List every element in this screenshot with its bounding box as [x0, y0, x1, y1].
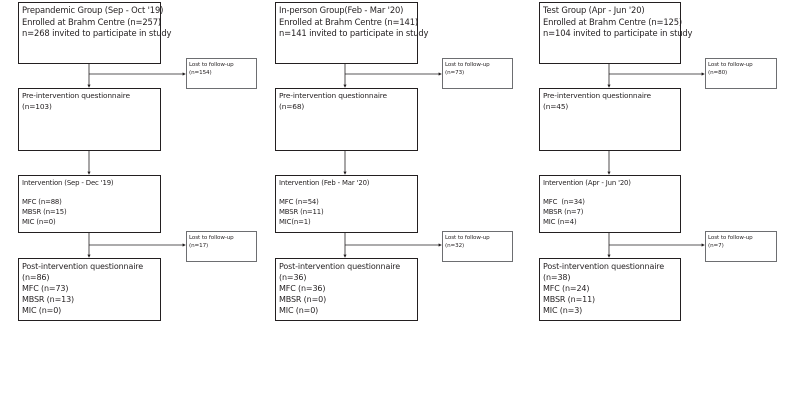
post-title: Post-intervention questionnaire	[22, 262, 144, 271]
post-count: (n=38)	[543, 273, 571, 282]
pre-title: Pre-intervention questionnaire	[543, 91, 651, 100]
post-mic: MIC (n=0)	[22, 306, 62, 315]
lost-to-follow-up-pre-box: Lost to follow-up (n=154)	[186, 58, 257, 89]
enrolled-count: Enrolled at Brahm Centre (n=125)	[543, 16, 683, 27]
intervention-mbsr: MBSR (n=15)	[22, 208, 67, 216]
intervention-title: Intervention (Sep - Dec '19)	[22, 179, 114, 187]
group-title: In-person Group(Feb - Mar '20)	[279, 5, 404, 15]
invited-count: n=104 invited to participate in study	[543, 28, 693, 38]
post-intervention-box: Post-intervention questionnaire (n=86) M…	[18, 258, 161, 321]
lost-label: Lost to follow-up	[708, 235, 753, 241]
post-mbsr: MBSR (n=11)	[543, 295, 595, 304]
lost-count: (n=32)	[445, 243, 465, 250]
intervention-mfc: MFC (n=34)	[543, 198, 585, 206]
invited-count: n=141 invited to participate in study	[279, 28, 429, 38]
enrollment-box-in-person: In-person Group(Feb - Mar '20) Enrolled …	[275, 2, 429, 64]
pre-count: (n=45)	[543, 101, 569, 111]
pre-count: (n=103)	[22, 101, 52, 111]
pre-count: (n=68)	[279, 101, 305, 111]
lost-label: Lost to follow-up	[189, 235, 234, 241]
intervention-title: Intervention (Feb - Mar '20)	[279, 179, 370, 187]
lost-label: Lost to follow-up	[189, 62, 234, 68]
enrolled-count: Enrolled at Brahm Centre (n=141)	[279, 16, 419, 27]
lost-label: Lost to follow-up	[708, 62, 753, 68]
post-mfc: MFC (n=73)	[22, 284, 69, 293]
pre-intervention-box: Pre-intervention questionnaire (n=103)	[18, 88, 161, 151]
post-mfc: MFC (n=36)	[279, 284, 326, 293]
intervention-mic: MIC(n=1)	[279, 218, 311, 226]
post-mbsr: MBSR (n=0)	[279, 295, 327, 304]
column-3-connectors	[607, 63, 705, 258]
column-2-connectors	[343, 63, 442, 258]
group-title: Test Group (Apr - Jun '20)	[543, 5, 645, 15]
lost-count: (n=73)	[445, 70, 465, 77]
post-intervention-box: Post-intervention questionnaire (n=38) M…	[539, 258, 681, 321]
lost-to-follow-up-pre-box: Lost to follow-up (n=80)	[705, 58, 777, 89]
post-mic: MIC (n=0)	[279, 306, 319, 315]
enrolled-count: Enrolled at Brahm Centre (n=257)	[22, 16, 162, 27]
intervention-mic: MIC (n=4)	[543, 218, 577, 226]
lost-count: (n=154)	[189, 70, 212, 77]
pre-title: Pre-intervention questionnaire	[22, 91, 130, 100]
intervention-mbsr: MBSR (n=11)	[279, 208, 324, 216]
lost-to-follow-up-post-box: Lost to follow-up (n=7)	[705, 231, 777, 262]
lost-label: Lost to follow-up	[445, 235, 490, 241]
post-title: Post-intervention questionnaire	[279, 262, 401, 271]
intervention-mfc: MFC (n=54)	[279, 198, 319, 206]
intervention-title: Intervention (Apr - Jun '20)	[543, 179, 631, 187]
post-intervention-box: Post-intervention questionnaire (n=36) M…	[275, 258, 418, 321]
pre-intervention-box: Pre-intervention questionnaire (n=45)	[539, 88, 681, 151]
lost-count: (n=80)	[708, 70, 728, 77]
intervention-mfc: MFC (n=88)	[22, 198, 62, 206]
post-count: (n=36)	[279, 273, 307, 282]
lost-to-follow-up-post-box: Lost to follow-up (n=32)	[442, 231, 513, 262]
intervention-mbsr: MBSR (n=7)	[543, 208, 584, 216]
intervention-box: Intervention (Apr - Jun '20) MFC (n=34) …	[539, 175, 681, 233]
lost-to-follow-up-post-box: Lost to follow-up (n=17)	[186, 231, 257, 262]
intervention-box: Intervention (Sep - Dec '19) MFC (n=88) …	[18, 175, 161, 233]
post-count: (n=86)	[22, 273, 50, 282]
intervention-mic: MIC (n=0)	[22, 218, 56, 226]
lost-count: (n=17)	[189, 243, 209, 250]
post-mic: MIC (n=3)	[543, 306, 583, 315]
lost-label: Lost to follow-up	[445, 62, 490, 68]
invited-count: n=268 invited to participate in study	[22, 28, 172, 38]
enrollment-box-prepandemic: Prepandemic Group (Sep - Oct '19) Enroll…	[18, 2, 172, 64]
pre-intervention-box: Pre-intervention questionnaire (n=68)	[275, 88, 418, 151]
post-mbsr: MBSR (n=13)	[22, 295, 74, 304]
column-1-connectors	[87, 63, 186, 258]
enrollment-box-test: Test Group (Apr - Jun '20) Enrolled at B…	[539, 2, 693, 64]
group-title: Prepandemic Group (Sep - Oct '19)	[22, 5, 164, 15]
lost-to-follow-up-pre-box: Lost to follow-up (n=73)	[442, 58, 513, 89]
pre-title: Pre-intervention questionnaire	[279, 91, 387, 100]
lost-count: (n=7)	[708, 243, 724, 250]
intervention-box: Intervention (Feb - Mar '20) MFC (n=54) …	[275, 175, 418, 233]
post-mfc: MFC (n=24)	[543, 284, 590, 293]
post-title: Post-intervention questionnaire	[543, 262, 665, 271]
